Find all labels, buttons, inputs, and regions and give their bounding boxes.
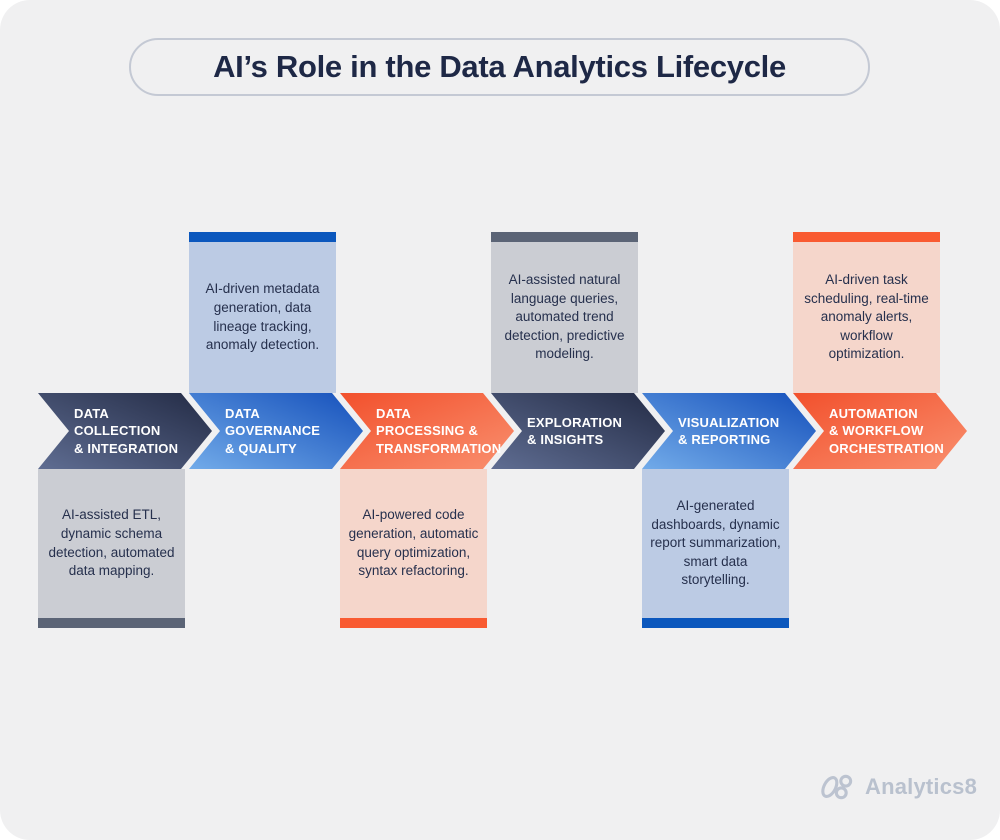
lifecycle-chevron-band [38,393,967,469]
chevron-stage-6 [793,393,967,469]
chevron-stage-3 [340,393,514,469]
card-body: AI-assisted natural language queries, au… [491,242,638,393]
chevron-stage-4 [491,393,665,469]
card-text: AI-driven metadata generation, data line… [205,281,320,353]
card-text: AI-driven task scheduling, real-time ano… [804,271,929,362]
logo-wordmark: Analytics8 [865,774,978,799]
card-accent-bar [189,232,336,242]
chevron-stage-5 [642,393,816,469]
card-body: AI-assisted ETL, dynamic schema detectio… [38,469,185,618]
card-body: AI-generated dashboards, dynamic report … [642,469,789,618]
title-box: AI’s Role in the Data Analytics Lifecycl… [129,38,870,96]
card-body: AI-driven metadata generation, data line… [189,242,336,393]
card-visualization: AI-generated dashboards, dynamic report … [642,469,789,628]
analytics8-mark-icon [821,774,853,800]
card-automation: AI-driven task scheduling, real-time ano… [793,232,940,393]
card-accent-bar [491,232,638,242]
card-text: AI-assisted ETL, dynamic schema detectio… [48,507,175,579]
card-text: AI-assisted natural language queries, au… [504,271,625,362]
page-title: AI’s Role in the Data Analytics Lifecycl… [213,49,786,84]
card-accent-bar [340,618,487,628]
card-body: AI-driven task scheduling, real-time ano… [793,242,940,393]
card-accent-bar [793,232,940,242]
card-data-collection: AI-assisted ETL, dynamic schema detectio… [38,469,185,628]
card-accent-bar [38,618,185,628]
chevron-stage-1 [38,393,212,469]
card-text: AI-generated dashboards, dynamic report … [650,497,781,588]
analytics8-logo: Analytics8 [818,772,977,802]
card-text: AI-powered code generation, automatic qu… [348,507,479,579]
card-body: AI-powered code generation, automatic qu… [340,469,487,618]
card-data-governance: AI-driven metadata generation, data line… [189,232,336,393]
card-exploration: AI-assisted natural language queries, au… [491,232,638,393]
chevron-stage-2 [189,393,363,469]
card-accent-bar [642,618,789,628]
card-data-processing: AI-powered code generation, automatic qu… [340,469,487,628]
